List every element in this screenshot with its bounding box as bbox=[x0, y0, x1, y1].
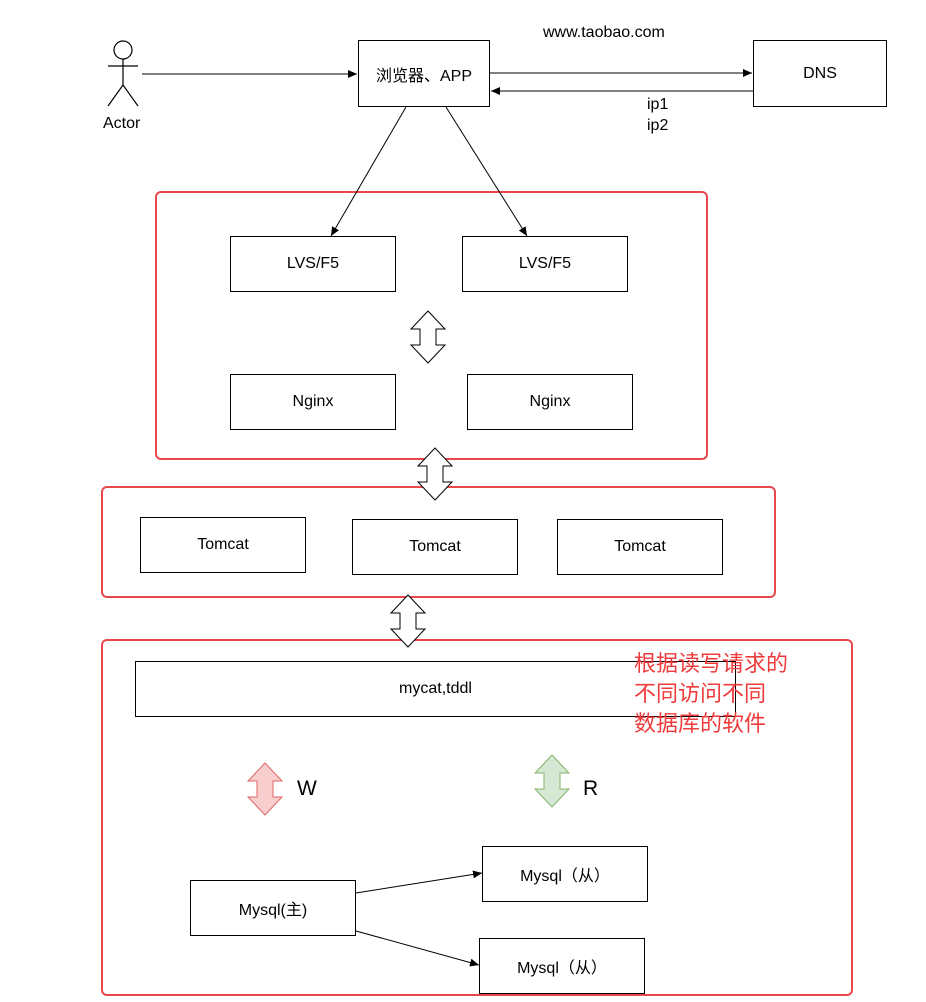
middleware-node[interactable]: mycat,tddl bbox=[135, 661, 736, 717]
url-label: www.taobao.com bbox=[543, 24, 665, 41]
read-label: R bbox=[583, 777, 599, 800]
database-group bbox=[101, 639, 853, 996]
browser-node[interactable]: 浏览器、APP bbox=[358, 40, 490, 107]
write-double-arrow bbox=[246, 762, 284, 816]
read-double-arrow bbox=[533, 754, 571, 808]
double-arrow-nginx-tomcat bbox=[416, 447, 454, 501]
mysql-master-node[interactable]: Mysql(主) bbox=[190, 880, 356, 936]
mysql-slave-node-2[interactable]: Mysql（从） bbox=[479, 938, 645, 994]
ip2-label: ip2 bbox=[647, 117, 669, 134]
note-line-3: 数据库的软件 bbox=[634, 711, 767, 736]
note-line-2: 不同访问不同 bbox=[634, 681, 767, 706]
mysql-slave-node-1[interactable]: Mysql（从） bbox=[482, 846, 648, 902]
tomcat-node-2[interactable]: Tomcat bbox=[352, 519, 518, 575]
nginx-node-1[interactable]: Nginx bbox=[230, 374, 396, 430]
tomcat-node-3[interactable]: Tomcat bbox=[557, 519, 723, 575]
lvs-node-2[interactable]: LVS/F5 bbox=[462, 236, 628, 292]
edge-master-slave-1 bbox=[355, 870, 483, 894]
double-arrow-lvs-nginx bbox=[409, 310, 447, 364]
dns-node[interactable]: DNS bbox=[753, 40, 887, 107]
ip1-label: ip1 bbox=[647, 96, 669, 113]
write-label: W bbox=[297, 777, 317, 800]
double-arrow-tomcat-db bbox=[389, 594, 427, 648]
middleware-note: 根据读写请求的不同访问不同数据库的软件 bbox=[634, 649, 788, 739]
nginx-node-2[interactable]: Nginx bbox=[467, 374, 633, 430]
actor-icon bbox=[107, 40, 139, 107]
note-line-1: 根据读写请求的 bbox=[634, 651, 789, 676]
edge-browser-lvs-2 bbox=[445, 106, 528, 237]
edge-master-slave-2 bbox=[355, 930, 480, 967]
lvs-node-1[interactable]: LVS/F5 bbox=[230, 236, 396, 292]
edge-browser-lvs-1 bbox=[330, 106, 407, 237]
tomcat-node-1[interactable]: Tomcat bbox=[140, 517, 306, 573]
actor-label: Actor bbox=[103, 115, 141, 132]
